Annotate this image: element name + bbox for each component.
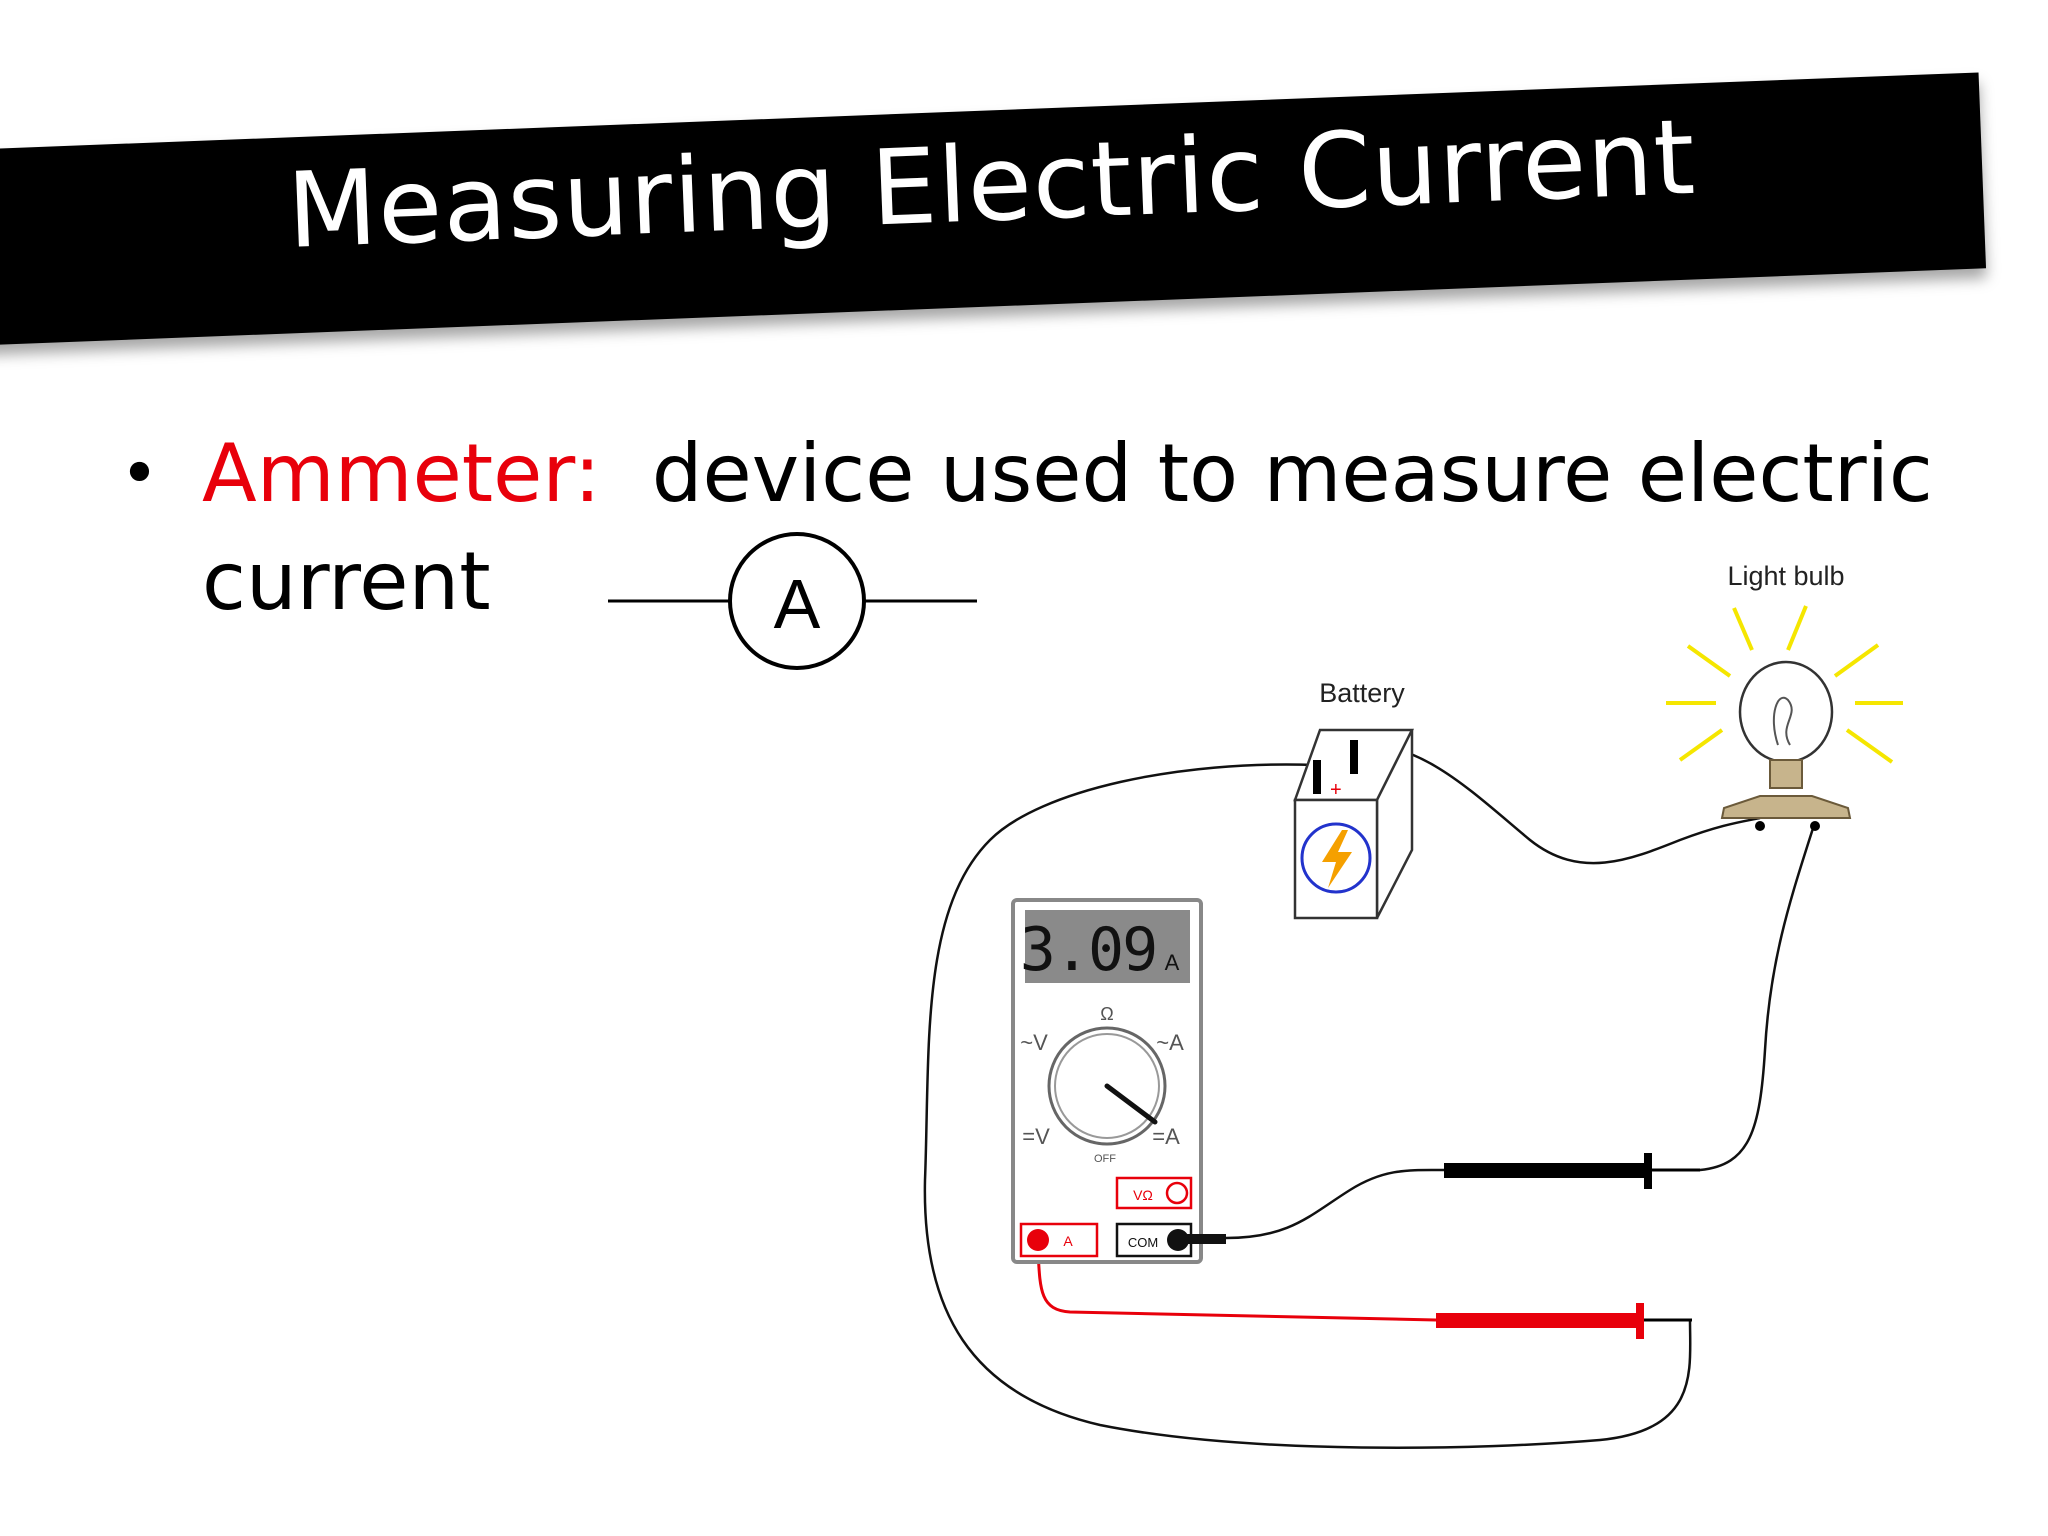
bulb-socket xyxy=(1769,759,1803,789)
bullet-continuation: current xyxy=(202,535,491,628)
multimeter-reading-unit: A xyxy=(1165,950,1180,975)
bulb-label: Light bulb xyxy=(1727,561,1844,591)
bulb-glow-rays xyxy=(1666,605,1903,764)
wire-bulb-to-black-probe xyxy=(1662,821,1817,1172)
bulb-contact-right xyxy=(1810,821,1820,831)
red-probe-body xyxy=(1436,1313,1636,1328)
battery-terminal-minus xyxy=(1350,740,1358,774)
lightning-bolt-icon xyxy=(1322,830,1352,888)
battery-label: Battery xyxy=(1319,678,1405,708)
black-probe-body xyxy=(1444,1163,1644,1178)
multimeter-reading: 3.09 xyxy=(1020,915,1157,985)
bullet-marker: • xyxy=(120,435,159,512)
ammeter-symbol-circle xyxy=(728,532,866,670)
wire-battery-plus-to-red-probe xyxy=(923,763,1692,1449)
bulb-glass xyxy=(1738,660,1834,764)
battery: Battery + xyxy=(1293,678,1415,920)
jack-com-label: COM xyxy=(1128,1235,1158,1250)
wire-com-jack xyxy=(1225,1168,1446,1240)
black-probe-guard xyxy=(1644,1153,1652,1189)
jack-a-plug xyxy=(1027,1229,1049,1251)
dial-dc-volts-label: =V xyxy=(1022,1124,1050,1149)
wires xyxy=(923,743,1817,1449)
jack-a-label: A xyxy=(1063,1233,1073,1249)
wire-battery-minus-to-bulb xyxy=(1355,743,1761,865)
bullet-item: • Ammeter: device used to measure electri… xyxy=(120,420,1933,528)
battery-plus-sign: + xyxy=(1330,779,1342,801)
dial-dc-amps-label: =A xyxy=(1152,1124,1180,1149)
light-bulb: Light bulb xyxy=(1666,561,1903,831)
battery-terminal-plus xyxy=(1313,760,1321,794)
bullet-definition: device used to measure electric xyxy=(651,427,1933,520)
red-probe-guard xyxy=(1636,1303,1644,1339)
jack-vohm-socket xyxy=(1165,1181,1189,1205)
multimeter: 3.09 A Ω ~V ~A =V =A OFF VΩ A COM xyxy=(1011,898,1226,1264)
ammeter-symbol: A xyxy=(608,532,977,670)
bulb-filament xyxy=(1772,696,1793,746)
black-probe xyxy=(1444,1153,1700,1189)
dial-ohm-label: Ω xyxy=(1100,1004,1113,1024)
bulb-contact-left xyxy=(1755,821,1765,831)
bullet-term: Ammeter: xyxy=(202,427,601,520)
dial-ac-amps-label: ~A xyxy=(1156,1030,1184,1055)
multimeter-dial-pointer xyxy=(1104,1083,1158,1125)
ammeter-symbol-letter: A xyxy=(774,565,821,643)
dial-ac-volts-label: ~V xyxy=(1020,1030,1048,1055)
jack-com-plug-stem xyxy=(1180,1234,1226,1244)
multimeter-display xyxy=(1025,910,1190,983)
bulb-base xyxy=(1720,795,1852,819)
dial-off-label: OFF xyxy=(1094,1153,1116,1165)
jack-vohm-label: VΩ xyxy=(1133,1187,1153,1203)
